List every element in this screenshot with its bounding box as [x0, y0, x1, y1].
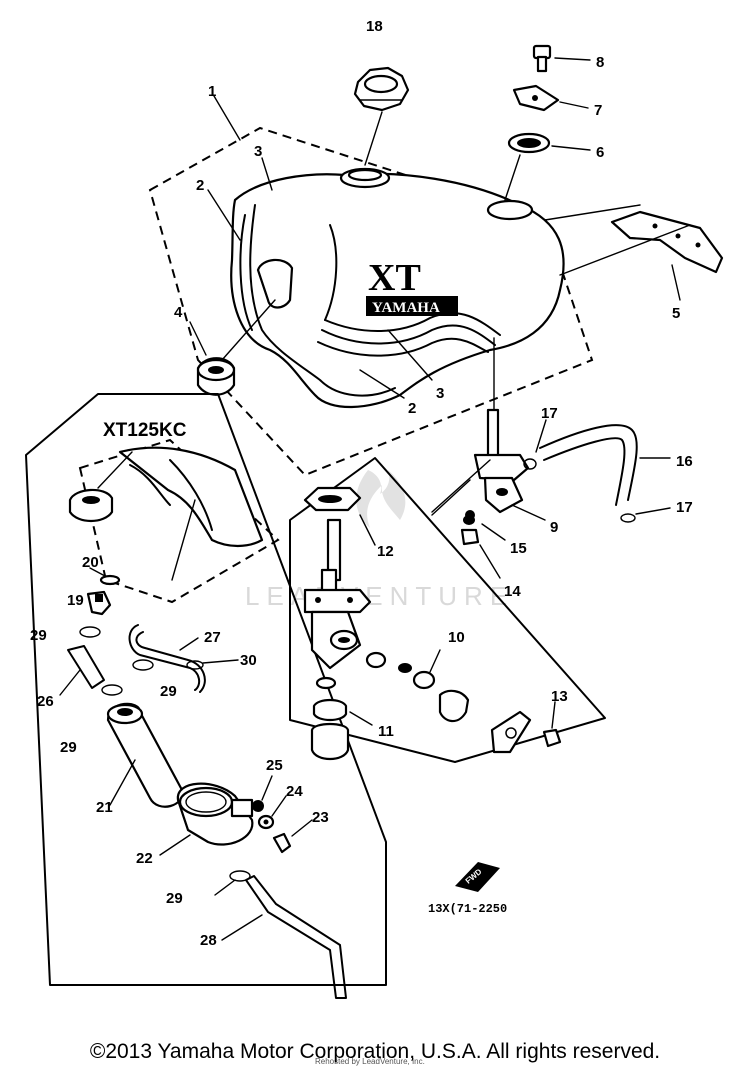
callout-13: 13 — [551, 688, 568, 705]
o-ring-10 — [412, 670, 436, 690]
callout-2: 2 — [196, 177, 204, 194]
fuel-cap — [353, 66, 410, 166]
fitting-19 — [86, 590, 112, 616]
forward-arrow-icon: FWD — [455, 862, 500, 892]
hose-clips-17 — [523, 419, 671, 523]
callout-29: 29 — [60, 739, 77, 756]
callout-12: 12 — [377, 543, 394, 560]
callout-3: 3 — [436, 385, 444, 402]
inset-tank — [68, 446, 264, 581]
callout-22: 22 — [136, 850, 153, 867]
grommet-4 — [189, 299, 276, 396]
clip-30 — [186, 660, 204, 670]
washer-15 — [463, 515, 506, 541]
callout-16: 16 — [676, 453, 693, 470]
fuel-pump-21 — [106, 702, 184, 808]
callout-28: 28 — [200, 932, 217, 949]
tank-logo-model: XT — [368, 257, 421, 299]
callout-29: 29 — [30, 627, 47, 644]
washer-11 — [312, 698, 348, 722]
rehosted-note: Rehosted by LeadVenture, Inc. — [315, 1057, 425, 1066]
callout-17: 17 — [676, 499, 693, 516]
callout-17: 17 — [541, 405, 558, 422]
bracket-5 — [544, 204, 724, 301]
gasket-12 — [303, 486, 376, 546]
callout-5: 5 — [672, 305, 680, 322]
plate-7 — [512, 84, 589, 112]
callout-4: 4 — [174, 304, 183, 321]
callout-2: 2 — [408, 400, 416, 417]
callout-19: 19 — [67, 592, 84, 609]
callout-29: 29 — [160, 683, 177, 700]
watermark-text: LEADVENTURE — [245, 581, 514, 611]
tank-assembly-boundary — [148, 126, 594, 477]
washer-24 — [257, 795, 287, 830]
callout-29: 29 — [166, 890, 183, 907]
tank-logo-brand: YAMAHA — [372, 300, 440, 316]
callout-6: 6 — [596, 144, 604, 161]
inset-tank-boundary — [78, 438, 280, 604]
petcock-9 — [465, 337, 546, 521]
callout-9: 9 — [550, 519, 558, 536]
fuel-cock — [303, 518, 372, 670]
leader-lines-upper — [207, 95, 433, 399]
fuel-cock-internals — [310, 649, 532, 761]
fuel-cock-boundary — [289, 457, 606, 763]
callout-26: 26 — [37, 693, 54, 710]
watermark: LEADVENTURE — [245, 470, 514, 611]
callout-8: 8 — [596, 54, 604, 71]
hose-clips-29 — [79, 626, 251, 896]
part-code: 13X(71-2250 — [428, 902, 507, 916]
copyright-notice: ©2013 Yamaha Motor Corporation, U.S.A. A… — [89, 1040, 661, 1063]
pump-bracket-22 — [159, 782, 254, 856]
bolt-23 — [272, 819, 313, 854]
callout-27: 27 — [204, 629, 221, 646]
nut-25 — [252, 775, 273, 812]
callout-30: 30 — [240, 652, 257, 669]
ring-6 — [504, 132, 591, 201]
hose-26 — [67, 645, 105, 689]
inset-title: XT125KC — [103, 420, 187, 441]
callout-15: 15 — [510, 540, 527, 557]
callout-20: 20 — [82, 554, 99, 571]
hose-16 — [539, 424, 671, 506]
screw-13 — [542, 701, 562, 748]
callout-21: 21 — [96, 799, 113, 816]
callout-1: 1 — [208, 83, 216, 100]
callout-10: 10 — [448, 629, 465, 646]
fuel-tank: XT YAMAHA — [230, 167, 565, 409]
tank-logo: XT YAMAHA — [366, 257, 458, 316]
callout-11: 11 — [378, 723, 394, 740]
hose-28 — [245, 875, 347, 999]
callout-14: 14 — [504, 583, 521, 600]
callout-3: 3 — [254, 143, 262, 160]
callout-24: 24 — [286, 783, 303, 800]
inset-boundary — [25, 393, 387, 986]
callout-7: 7 — [594, 102, 602, 119]
bolt-8 — [532, 44, 591, 73]
grommet-20 — [99, 574, 121, 586]
hose-27 — [128, 624, 201, 691]
callout-25: 25 — [266, 757, 283, 774]
bolt-14 — [460, 528, 501, 579]
callout-18: 18 — [366, 18, 383, 35]
callouts: 1 2 2 3 3 4 5 6 7 8 9 10 11 12 13 14 15 … — [30, 18, 693, 949]
callout-23: 23 — [312, 809, 329, 826]
